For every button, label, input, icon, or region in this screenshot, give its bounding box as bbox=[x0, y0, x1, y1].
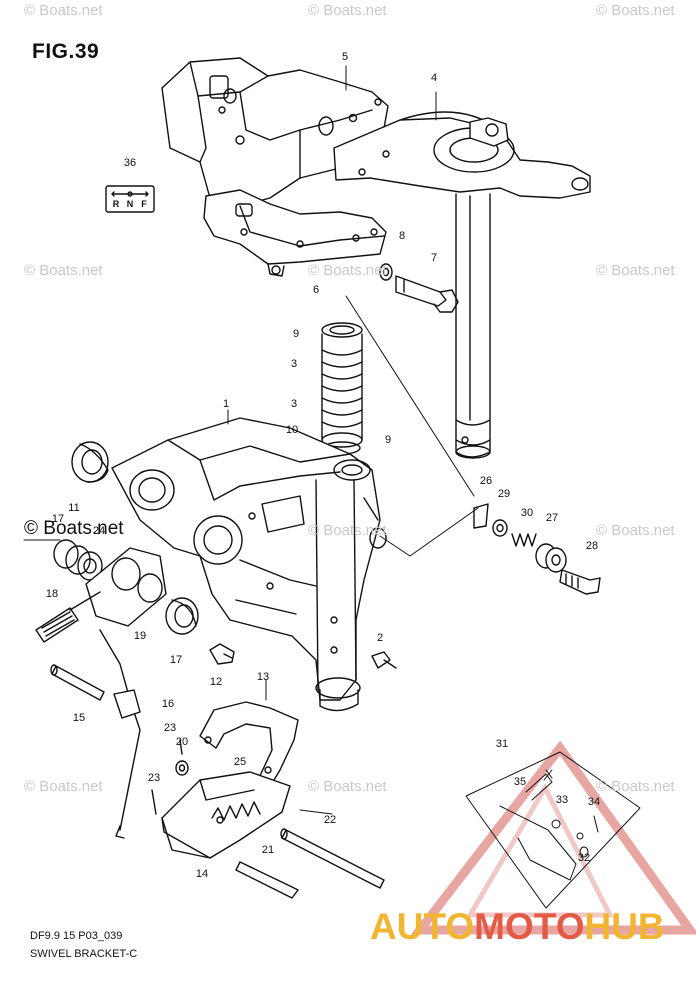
part-27-knob bbox=[535, 543, 567, 573]
part-18-lever bbox=[35, 591, 101, 643]
brand-triangle-logo bbox=[410, 740, 696, 935]
callout-3: 3 bbox=[290, 358, 298, 370]
figure-code: DF9.9 15 P03_039 bbox=[30, 930, 123, 942]
brand-part-hub: HUB bbox=[584, 906, 665, 947]
callout-29: 29 bbox=[497, 488, 511, 500]
callout-17: 17 bbox=[169, 654, 183, 666]
leader-lines bbox=[23, 65, 479, 815]
part-8-washer bbox=[379, 263, 393, 281]
part-7-bolt bbox=[395, 275, 459, 313]
callout-34: 34 bbox=[587, 796, 601, 808]
callout-9: 9 bbox=[292, 328, 300, 340]
figure-title: FIG.39 bbox=[32, 40, 100, 63]
part-31-kit-frame bbox=[465, 751, 641, 909]
callout-26: 26 bbox=[479, 475, 493, 487]
callout-9: 9 bbox=[384, 434, 392, 446]
part-3-bushing-stack bbox=[321, 322, 363, 455]
callout-21: 21 bbox=[261, 844, 275, 856]
callout-2: 2 bbox=[376, 632, 384, 644]
callout-33: 33 bbox=[555, 794, 569, 806]
part-12-bolt bbox=[209, 643, 235, 665]
watermark-text: © Boats.net bbox=[308, 262, 387, 279]
part-28-bolt bbox=[559, 569, 601, 595]
watermark-text: © Boats.net bbox=[24, 518, 124, 539]
part-17-bushing bbox=[165, 597, 199, 635]
part-22-pin bbox=[280, 828, 385, 889]
part-26-plate bbox=[473, 503, 489, 529]
callout-18: 18 bbox=[45, 588, 59, 600]
part-2-bolt bbox=[371, 651, 397, 669]
watermark-text: © Boats.net bbox=[596, 778, 675, 795]
callout-14: 14 bbox=[195, 868, 209, 880]
callout-15: 15 bbox=[72, 712, 86, 724]
watermark-text: © Boats.net bbox=[596, 262, 675, 279]
label-plate-letter-r: R bbox=[112, 199, 120, 209]
callout-25: 25 bbox=[233, 756, 247, 768]
watermark-text: © Boats.net bbox=[24, 2, 103, 19]
callout-17: 17 bbox=[51, 513, 65, 525]
part-24-bushing bbox=[53, 539, 103, 581]
part-6-lower-bracket bbox=[203, 189, 387, 277]
callout-5: 5 bbox=[341, 51, 349, 63]
callout-3: 3 bbox=[290, 398, 298, 410]
callout-27: 27 bbox=[545, 512, 559, 524]
watermark-text: © Boats.net bbox=[308, 778, 387, 795]
part-21-pin bbox=[235, 861, 299, 899]
callout-8: 8 bbox=[398, 230, 406, 242]
callout-7: 7 bbox=[430, 252, 438, 264]
part-25-spring bbox=[211, 801, 261, 821]
watermark-text: © Boats.net bbox=[308, 2, 387, 19]
part-5-clamp-bracket bbox=[161, 57, 389, 207]
watermark-text: © Boats.net bbox=[596, 2, 675, 19]
callout-19: 19 bbox=[133, 630, 147, 642]
part-4-swivel-shaft bbox=[333, 111, 591, 459]
part-16-rod-clip bbox=[99, 629, 141, 839]
callout-12: 12 bbox=[209, 676, 223, 688]
callout-11: 11 bbox=[68, 502, 80, 514]
part-29-washer bbox=[492, 519, 508, 537]
watermark-text: © Boats.net bbox=[308, 522, 387, 539]
callout-28: 28 bbox=[585, 540, 599, 552]
callout-36: 36 bbox=[123, 157, 137, 169]
figure-name: SWIVEL BRACKET-C bbox=[30, 948, 138, 960]
part-20-washer bbox=[175, 760, 189, 776]
callout-4: 4 bbox=[430, 72, 438, 84]
part-36-label-plate bbox=[105, 185, 155, 213]
callout-31: 31 bbox=[495, 738, 509, 750]
callout-16: 16 bbox=[161, 698, 175, 710]
part-30-spring bbox=[511, 533, 537, 547]
callout-30: 30 bbox=[520, 507, 534, 519]
callout-22: 22 bbox=[323, 814, 337, 826]
part-23-pin bbox=[151, 739, 183, 815]
callout-10: 10 bbox=[285, 424, 299, 436]
callout-23: 23 bbox=[147, 772, 161, 784]
callout-1: 1 bbox=[222, 398, 230, 410]
callout-20: 20 bbox=[175, 736, 189, 748]
callout-24: 24 bbox=[92, 525, 106, 537]
part-15-pin bbox=[50, 664, 105, 701]
callout-32: 32 bbox=[577, 852, 591, 864]
watermark-text: © Boats.net bbox=[24, 262, 103, 279]
part-11-bushing bbox=[71, 441, 109, 483]
callout-6: 6 bbox=[312, 284, 320, 296]
callout-13: 13 bbox=[256, 671, 270, 683]
callout-23: 23 bbox=[163, 722, 177, 734]
watermark-text: © Boats.net bbox=[596, 522, 675, 539]
brand-part-auto: AUTO bbox=[370, 906, 475, 947]
brand-logo-text: AUTOMOTOHUB bbox=[370, 906, 665, 948]
part-1-swivel-bracket bbox=[111, 417, 387, 712]
part-19-plate bbox=[85, 547, 167, 627]
label-plate-letter-n: N bbox=[126, 199, 134, 209]
brand-part-moto: MOTO bbox=[474, 906, 585, 947]
label-plate-letter-f: F bbox=[141, 199, 147, 209]
watermark-text: © Boats.net bbox=[24, 778, 103, 795]
callout-35: 35 bbox=[513, 776, 527, 788]
